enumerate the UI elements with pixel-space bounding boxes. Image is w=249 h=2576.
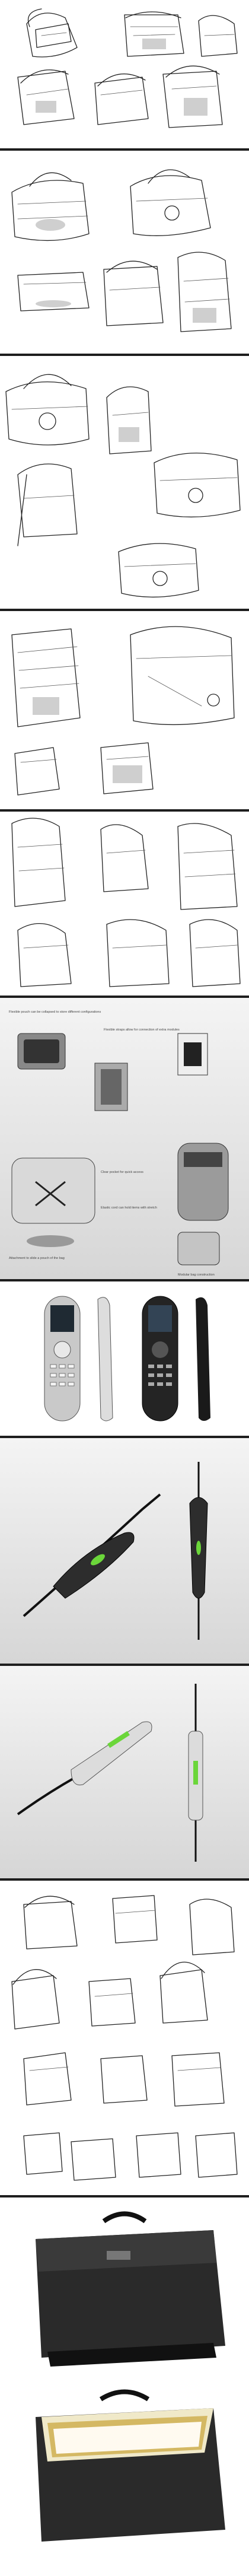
remote-icon bbox=[97, 1297, 113, 1421]
bag-icon bbox=[11, 1969, 60, 2030]
leather-briefcase-renderings bbox=[36, 2211, 225, 2542]
note-3: Clear pocket for quick access bbox=[101, 1171, 143, 1174]
bag-icon bbox=[177, 1143, 229, 1221]
bag-icon bbox=[177, 823, 238, 910]
cable-device-icon bbox=[188, 1684, 203, 1862]
strip-sport-bag-sketches bbox=[0, 356, 249, 611]
bag-icon bbox=[17, 69, 75, 125]
bag-icon bbox=[100, 824, 149, 892]
bag-icon bbox=[17, 272, 90, 311]
bag-icon bbox=[198, 15, 238, 57]
bag-icon bbox=[17, 1033, 66, 1070]
bag-icon bbox=[118, 543, 199, 598]
remote-control-renderings bbox=[44, 1296, 210, 1421]
bag-icon bbox=[11, 818, 66, 907]
bag-icon bbox=[23, 2132, 238, 2181]
remote-icon bbox=[44, 1296, 81, 1421]
cable-device-renderings bbox=[23, 1462, 208, 1640]
cable-device-icon bbox=[23, 1493, 161, 1617]
bag-icon bbox=[11, 172, 90, 241]
bag-icon bbox=[124, 11, 184, 57]
bag-icon bbox=[14, 747, 60, 796]
bag-icon bbox=[189, 1898, 235, 1955]
shoulder-bag-sketches bbox=[11, 1895, 238, 2181]
bag-icon bbox=[100, 742, 154, 794]
cable-device-icon bbox=[17, 1721, 152, 1815]
note-2: Flexible straps allow for connection of … bbox=[104, 1028, 180, 1032]
bag-mechanism-renderings: Flexible pouch can be collapsed to store… bbox=[9, 1010, 229, 1277]
strip-shoulder-bag-sketches bbox=[0, 1881, 249, 2197]
strip-cable-device-renderings bbox=[0, 1438, 249, 1666]
messenger-bag-sketches bbox=[17, 8, 238, 128]
strip-leather-briefcase-renderings bbox=[0, 2197, 249, 2564]
bag-icon bbox=[17, 463, 78, 546]
strip-cable-device-renderings-alt bbox=[0, 1666, 249, 1881]
bag-icon bbox=[130, 169, 211, 236]
bag-icon bbox=[177, 252, 232, 332]
remote-icon bbox=[142, 1296, 178, 1421]
bag-icon bbox=[106, 919, 170, 987]
note-1: Flexible pouch can be collapsed to store… bbox=[9, 1010, 101, 1014]
bag-icon bbox=[171, 2052, 225, 2107]
bag-icon bbox=[23, 1896, 78, 1950]
strip-backpack-and-messenger-sketches bbox=[0, 611, 249, 812]
sport-bag-sketches bbox=[5, 374, 241, 598]
bag-icon bbox=[5, 374, 90, 446]
bag-icon bbox=[159, 1961, 208, 2024]
note-4: Elastic cord can hold items with stretch bbox=[101, 1206, 157, 1210]
strip-remote-control-renderings bbox=[0, 1281, 249, 1438]
strip-bag-mechanism-renderings: Flexible pouch can be collapsed to store… bbox=[0, 998, 249, 1281]
backpack-and-messenger-sketches bbox=[11, 626, 235, 796]
backpack-detail-sketches bbox=[11, 818, 241, 987]
bag-icon bbox=[100, 2055, 148, 2104]
briefcase-icon bbox=[36, 2211, 225, 2367]
bag-icon bbox=[17, 923, 72, 987]
bag-icon bbox=[112, 1895, 158, 1944]
bag-icon bbox=[106, 386, 152, 454]
note-5: Attachment to slide a pouch of the bag bbox=[9, 1257, 65, 1260]
strip-backpack-detail-sketches bbox=[0, 812, 249, 998]
remote-icon bbox=[196, 1297, 210, 1421]
bag-icon bbox=[130, 626, 235, 726]
bag-icon bbox=[94, 73, 149, 125]
bag-icon bbox=[11, 1157, 95, 1247]
bag-icon bbox=[26, 8, 78, 58]
bag-icon bbox=[177, 1033, 208, 1076]
bag-icon bbox=[88, 1978, 136, 2027]
bag-icon bbox=[103, 260, 164, 326]
cable-device-icon bbox=[189, 1462, 208, 1640]
bag-icon bbox=[94, 1063, 128, 1111]
bag-icon bbox=[23, 2052, 72, 2106]
cable-device-renderings-alt bbox=[17, 1684, 203, 1862]
bag-icon bbox=[162, 65, 223, 128]
bag-icon bbox=[189, 919, 241, 987]
note-6: Modular bag construction bbox=[178, 1273, 215, 1277]
strip-messenger-bag-sketches bbox=[0, 0, 249, 151]
duffel-and-backpack-sketches bbox=[11, 169, 232, 332]
bag-icon bbox=[154, 452, 241, 518]
bag-icon bbox=[11, 628, 81, 727]
briefcase-icon bbox=[36, 2389, 225, 2542]
strip-duffel-and-backpack-sketches bbox=[0, 151, 249, 356]
bag-icon bbox=[177, 1232, 220, 1265]
